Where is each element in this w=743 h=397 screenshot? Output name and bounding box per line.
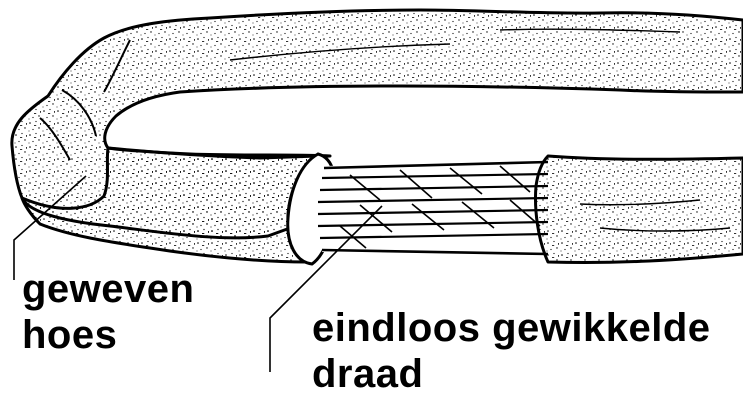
label-woven-cover: geweven hoes: [22, 266, 194, 358]
lower-cover-right: [536, 156, 743, 263]
inner-wire-core: [318, 160, 548, 256]
label-endless-wound-wire-line2: draad: [312, 351, 711, 397]
label-endless-wound-wire-line1: eindloos gewikkelde: [312, 305, 711, 351]
label-endless-wound-wire: eindloos gewikkelde draad: [312, 305, 711, 397]
label-woven-cover-line2: hoes: [22, 312, 194, 358]
label-woven-cover-line1: geweven: [22, 266, 194, 312]
